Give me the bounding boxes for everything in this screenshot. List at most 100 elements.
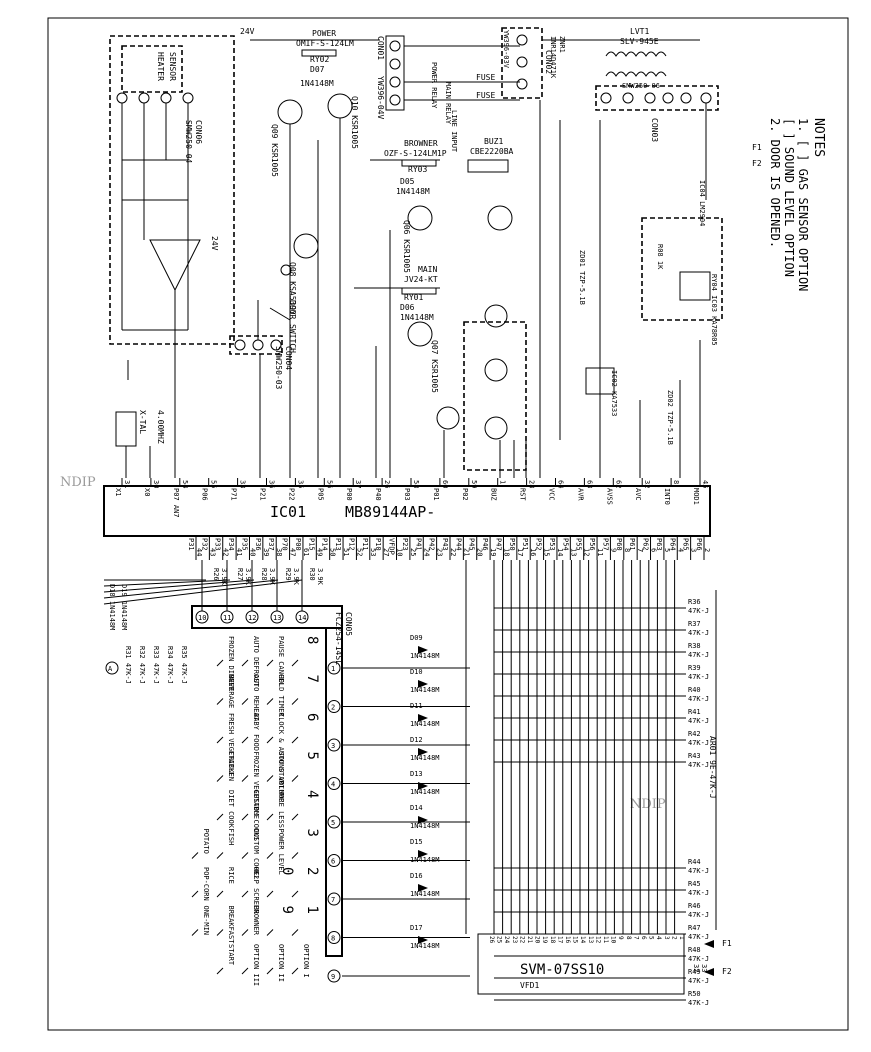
ic01-top-pin-number: 37: [354, 480, 362, 488]
notes-title: NOTES: [811, 118, 826, 157]
key-col-pin: [327, 854, 341, 867]
con01-part: YW396-04V: [376, 76, 385, 120]
q10-transistor: [327, 93, 353, 119]
scan-resistor-value: 47K-J: [688, 761, 709, 769]
ic01-bottom-pin-name: P12: [347, 538, 355, 551]
key-switch: [241, 775, 249, 782]
ic01-part: MB89144AP-: [345, 503, 435, 521]
ic01-bottom-pin-name: P60: [615, 538, 623, 551]
key-switch: [266, 890, 274, 898]
fuse-label-1: FUSE: [476, 73, 495, 82]
key-resistor-ref: R30: [308, 568, 316, 581]
ic01-bottom-pin-name: P45: [468, 538, 476, 551]
ic01-bottom-pin-number: 4: [676, 548, 684, 552]
vfd-pin-number: 26: [488, 936, 495, 944]
key-col-pin: [327, 661, 341, 675]
key-diode-ref: D14: [410, 804, 423, 812]
key-label: CHICKEN: [227, 752, 235, 782]
ic01-bottom-pin-number: 8: [623, 548, 631, 552]
ic01-bottom-pin-name: P70: [281, 538, 289, 551]
key-diode-symbol: [418, 884, 428, 892]
q06-transistor: [407, 205, 433, 231]
key-switch: [216, 890, 224, 898]
key-switch: [191, 852, 199, 859]
ic01-top-pin-number: 36: [268, 480, 276, 488]
ic01-bottom-pin-number: 6: [650, 548, 658, 552]
zd01-label: IC04 LM2904: [698, 180, 706, 226]
ic01-bottom-pin-name: P34: [227, 538, 235, 551]
key-switch: [291, 698, 299, 705]
ic01-bottom-pin-number: 25: [409, 548, 417, 556]
con01-label: CON01: [376, 36, 385, 60]
key-resistor-wire: [103, 579, 231, 587]
relay-browner-ref: RY03: [408, 165, 427, 174]
ic01-top-pin-name: AVC: [634, 488, 642, 501]
key-col-number: 9: [331, 973, 335, 981]
key-switch: [291, 775, 299, 782]
scan-resistor-ref: R40: [688, 686, 701, 694]
ic01-top-pin-name: P03: [403, 488, 411, 501]
key-label: POTATO: [202, 829, 210, 854]
key-label: HOLD TIMER: [277, 675, 285, 718]
ic01-bottom-pin-number: 10: [396, 548, 404, 556]
relay-power-label: POWER: [312, 29, 336, 38]
f1-arrow: [704, 940, 714, 948]
ic01-top-pin-name: P71: [230, 488, 238, 501]
scan-resistor-ref: R46: [688, 902, 701, 910]
key-digit: 0: [279, 867, 295, 875]
key-switch: [291, 967, 299, 975]
key-label: MORE LESS: [277, 790, 285, 828]
sheet-border: [47, 17, 849, 1031]
d18-label: D18 1N4148M: [108, 584, 116, 630]
f2-label-top: F2: [752, 159, 762, 168]
key-digit: 4: [304, 790, 320, 798]
ic01-top-pin-name: P22: [287, 488, 295, 501]
key-label: FRESH VEGETABLE: [227, 713, 235, 776]
key-switch: [241, 698, 249, 705]
key-diode-symbol: [418, 714, 428, 722]
key-resistor-value: 3.9K: [316, 568, 324, 586]
scan-resistor-ref: R36: [688, 598, 701, 606]
key-switch: [291, 929, 299, 936]
vfd-pin-number: 15: [572, 936, 579, 944]
ic01-bottom-pin-name: P63: [655, 538, 663, 551]
key-diode-symbol: [418, 936, 428, 944]
ic01-bottom-pin-name: P10: [374, 538, 382, 551]
scan-resistor-value: 47K-J: [688, 933, 709, 941]
ic01-bottom-pin-name: P36: [254, 538, 262, 551]
vfd-pin-number: 7: [632, 936, 639, 940]
vfd-part: SVM-07SS10: [520, 962, 604, 978]
ic01-top-pin-number: 62: [614, 480, 622, 488]
key-label: OPTION I: [302, 944, 310, 978]
ic04-opamp-symbol: [149, 239, 201, 292]
key-switch: [241, 967, 249, 975]
scan-resistor-ref: R50: [688, 990, 701, 998]
ic01-bottom-pin-number: 40: [248, 548, 256, 556]
ic01-bottom-pin-number: 2: [703, 548, 711, 552]
ic01-top-pin-number: 64: [557, 480, 565, 488]
scan-resistor-ref: R43: [688, 752, 701, 760]
key-label: POP-CORN: [202, 867, 210, 901]
buzzer-symbol: [467, 159, 509, 173]
scan-resistor-ref: R41: [688, 708, 701, 716]
ic01-top-pin-name: AVR: [576, 488, 584, 501]
ic01-top-pin-name: P02: [461, 488, 469, 501]
ic01-bottom-pin-number: 50: [329, 548, 337, 556]
key-resistor-wire: [103, 579, 303, 605]
r35-label: R35 47K-J: [180, 646, 188, 684]
notes-line-2: [ ] SOUND LEVEL OPTION: [782, 118, 796, 277]
zd03-label: ZD02 TZP-5.1B: [666, 390, 674, 445]
ic01-bottom-pin-name: P43: [441, 538, 449, 551]
key-col-number: 8: [331, 935, 335, 943]
ic01-bottom-pin-name: P54: [561, 538, 569, 551]
ic01-top-pin-name: VCC: [548, 488, 556, 501]
vfd-pin-number: 5: [648, 936, 655, 940]
key-diode-part: 1N4148M: [410, 720, 440, 728]
ic01-top-pin-name: INT0: [663, 488, 671, 505]
vfd-pin-number: 9: [617, 936, 624, 940]
key-switch: [266, 813, 274, 821]
ic01-bottom-pin-name: VFDP: [388, 538, 396, 555]
fuse-label-2: FUSE: [476, 91, 495, 100]
ic01-top-pin-name: X0: [143, 488, 151, 496]
ic01-bottom-pin-name: P23: [401, 538, 409, 551]
